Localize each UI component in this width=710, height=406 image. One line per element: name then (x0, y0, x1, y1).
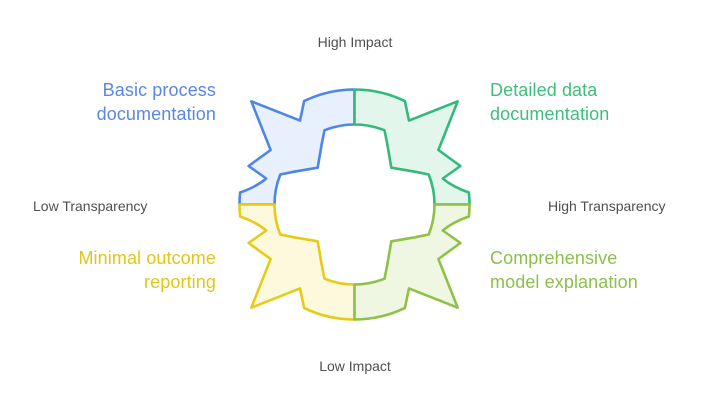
quadrant-arrow-bottom-right (353, 203, 471, 321)
axis-label-high-impact: High Impact (317, 34, 393, 50)
quadrant-arrow-top-right (353, 88, 471, 206)
axis-label-high-transparency: High Transparency (548, 198, 666, 214)
quadrant-label-minimal-outcome-reporting: Minimal outcome reporting (78, 248, 216, 292)
axis-label-low-impact: Low Impact (319, 358, 391, 374)
quadrant-label-comprehensive-model-explanation: Comprehensive model explanation (490, 248, 638, 292)
quadrant-arrow-bottom-left (238, 203, 356, 321)
quadrant-label-detailed-data-documentation: Detailed data documentation (490, 80, 610, 124)
axis-label-low-transparency: Low Transparency (33, 198, 148, 214)
quadrant-arrow-top-left (238, 88, 356, 206)
quadrant-label-basic-process-documentation: Basic process documentation (96, 80, 216, 124)
